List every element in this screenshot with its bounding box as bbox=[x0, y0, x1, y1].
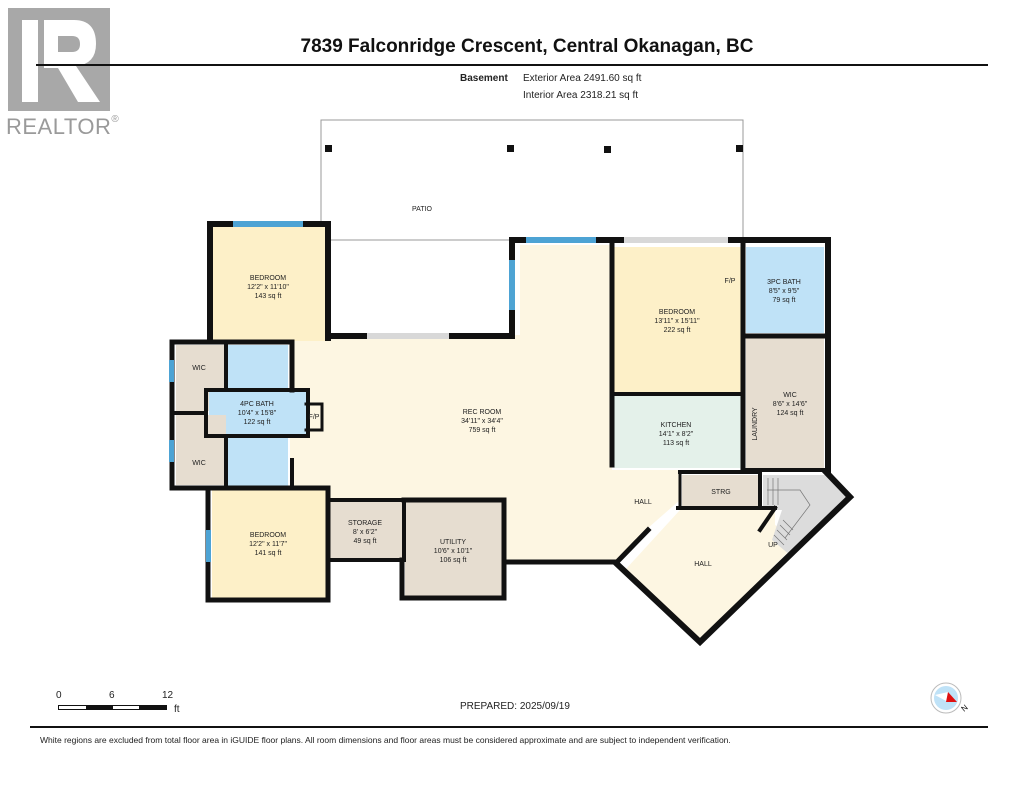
bedroom-nw bbox=[212, 226, 325, 341]
svg-text:122 sq ft: 122 sq ft bbox=[244, 419, 271, 426]
svg-text:14'1" x 8'2": 14'1" x 8'2" bbox=[659, 431, 694, 438]
svg-text:12'2" x 11'7": 12'2" x 11'7" bbox=[249, 541, 287, 548]
svg-text:4PC BATH: 4PC BATH bbox=[240, 401, 274, 408]
bath-upper-section bbox=[226, 345, 288, 390]
svg-text:10'4" x 15'8": 10'4" x 15'8" bbox=[238, 410, 277, 417]
svg-text:49 sq ft: 49 sq ft bbox=[354, 538, 377, 545]
storage-label: STORAGE 8' x 6'2" 49 sq ft bbox=[348, 520, 382, 545]
svg-text:106 sq ft: 106 sq ft bbox=[440, 557, 467, 564]
svg-text:113 sq ft: 113 sq ft bbox=[663, 440, 689, 447]
windows bbox=[169, 221, 728, 562]
svg-text:222 sq ft: 222 sq ft bbox=[664, 327, 691, 334]
stairwell bbox=[763, 475, 848, 555]
rec-room-label: REC ROOM 34'11" x 34'4" 759 sq ft bbox=[461, 409, 503, 434]
utility-label: UTILITY 10'6" x 10'1" 106 sq ft bbox=[434, 539, 473, 564]
scale-tick-0: 0 bbox=[56, 690, 62, 701]
stair-treads bbox=[767, 478, 811, 546]
svg-text:STORAGE: STORAGE bbox=[348, 520, 382, 527]
prepared-date: PREPARED: 2025/09/19 bbox=[460, 701, 570, 712]
interior-area: Interior Area 2318.21 sq ft bbox=[523, 90, 639, 101]
svg-text:141 sq ft: 141 sq ft bbox=[255, 550, 282, 557]
kitchen bbox=[614, 396, 741, 468]
svg-text:8'6" x 14'6": 8'6" x 14'6" bbox=[773, 401, 808, 408]
title-divider bbox=[36, 64, 988, 66]
wic-east bbox=[746, 338, 824, 470]
svg-text:UTILITY: UTILITY bbox=[440, 539, 466, 546]
wic-lower bbox=[176, 415, 226, 485]
scale-bar-graphic bbox=[58, 705, 167, 710]
exterior-area: Exterior Area 2491.60 sq ft bbox=[523, 73, 642, 84]
svg-text:143 sq ft: 143 sq ft bbox=[255, 293, 282, 300]
hall-upper-label: HALL bbox=[634, 499, 652, 506]
compass-icon: N bbox=[928, 680, 970, 720]
disclaimer-text: White regions are excluded from total fl… bbox=[40, 735, 731, 745]
svg-text:BEDROOM: BEDROOM bbox=[250, 532, 286, 539]
svg-text:124 sq ft: 124 sq ft bbox=[777, 410, 804, 417]
svg-text:8' x 6'2": 8' x 6'2" bbox=[353, 529, 378, 536]
bedroom-ne-label: BEDROOM 13'11" x 15'11" 222 sq ft bbox=[654, 309, 700, 334]
scale-unit: ft bbox=[174, 704, 180, 715]
rec-room-floor bbox=[290, 245, 680, 562]
scale-tick-12: 12 bbox=[162, 690, 174, 701]
strg-label: STRG bbox=[711, 489, 730, 496]
bath-lower-section bbox=[226, 438, 288, 486]
bedroom-sw-label: BEDROOM 12'2" x 11'7" 141 sq ft bbox=[249, 532, 287, 557]
svg-text:3PC BATH: 3PC BATH bbox=[767, 279, 801, 286]
realtor-r-icon bbox=[8, 8, 110, 111]
svg-text:8'5" x 9'5": 8'5" x 9'5" bbox=[769, 288, 800, 295]
fp-right-label: F/P bbox=[725, 278, 736, 285]
svg-text:N: N bbox=[960, 703, 968, 714]
wic-east-label: WIC 8'6" x 14'6" 124 sq ft bbox=[773, 392, 808, 417]
laundry-label: LAUNDRY bbox=[752, 407, 759, 441]
realtor-wordmark: REALTOR® bbox=[6, 114, 120, 139]
patio-label: PATIO bbox=[412, 206, 433, 213]
scale-tick-6: 6 bbox=[109, 690, 115, 701]
scale-bar: 0 6 12 ft bbox=[56, 690, 196, 720]
svg-text:REC ROOM: REC ROOM bbox=[463, 409, 502, 416]
svg-text:79 sq ft: 79 sq ft bbox=[773, 297, 796, 304]
hall-lower-label: HALL bbox=[694, 561, 712, 568]
realtor-logo: REALTOR® bbox=[6, 6, 119, 139]
hall-lower-floor bbox=[625, 510, 800, 640]
bedroom-sw bbox=[212, 490, 326, 598]
page-title: 7839 Falconridge Crescent, Central Okana… bbox=[300, 36, 754, 57]
svg-text:759 sq ft: 759 sq ft bbox=[469, 427, 496, 434]
wic-upper-label: WIC bbox=[192, 365, 206, 372]
bath-4pc-label: 4PC BATH 10'4" x 15'8" 122 sq ft bbox=[238, 401, 277, 426]
kitchen-label: KITCHEN 14'1" x 8'2" 113 sq ft bbox=[659, 422, 694, 447]
wic-lower-label: WIC bbox=[192, 460, 206, 467]
svg-text:KITCHEN: KITCHEN bbox=[661, 422, 692, 429]
storage-room bbox=[330, 502, 402, 559]
footer-divider bbox=[30, 726, 988, 728]
svg-text:BEDROOM: BEDROOM bbox=[659, 309, 695, 316]
utility-room bbox=[405, 502, 502, 596]
svg-text:10'6" x 10'1": 10'6" x 10'1" bbox=[434, 548, 473, 555]
bath-3pc bbox=[746, 247, 824, 333]
stairs-up-label: UP bbox=[768, 542, 778, 549]
bedroom-nw-label: BEDROOM 12'2" x 11'10" 143 sq ft bbox=[247, 275, 289, 300]
svg-text:WIC: WIC bbox=[783, 392, 797, 399]
svg-text:13'11" x 15'11": 13'11" x 15'11" bbox=[654, 318, 700, 325]
level-label: Basement bbox=[460, 73, 508, 84]
svg-text:34'11" x 34'4": 34'11" x 34'4" bbox=[461, 418, 503, 425]
svg-text:BEDROOM: BEDROOM bbox=[250, 275, 286, 282]
svg-text:12'2" x 11'10": 12'2" x 11'10" bbox=[247, 284, 289, 291]
bedroom-ne bbox=[614, 247, 741, 392]
bath-3pc-label: 3PC BATH 8'5" x 9'5" 79 sq ft bbox=[767, 279, 801, 304]
strg-closet bbox=[682, 475, 760, 507]
patio bbox=[320, 119, 744, 241]
fp-left-label: F/P bbox=[309, 414, 320, 421]
